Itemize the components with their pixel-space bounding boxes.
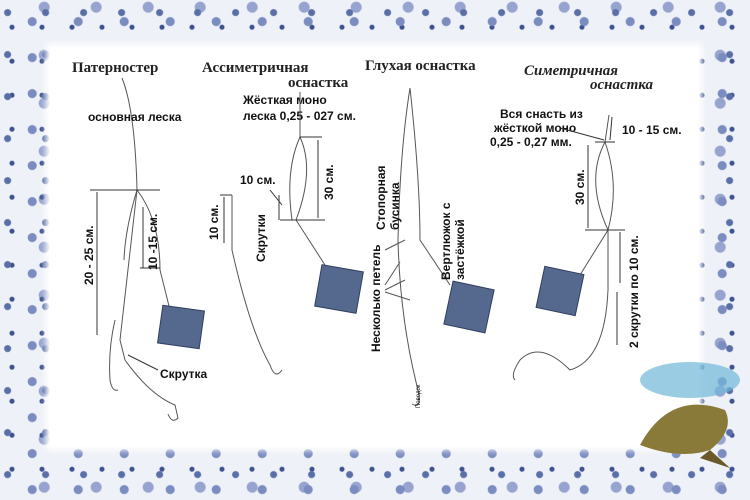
label-leader: Поводок <box>416 384 422 408</box>
label-swivel-2: застёжкой <box>453 219 467 280</box>
label-swivel: Вертлюжок с <box>439 202 453 280</box>
title-asym: Ассиметричная <box>202 60 309 76</box>
label-10b: 10 см. <box>207 204 221 240</box>
title-sym-2: оснастка <box>590 77 654 93</box>
label-30-sym: 30 см. <box>573 169 587 205</box>
title-asym-2: оснастка <box>288 75 349 91</box>
label-all-2: жёсткой моно <box>493 121 576 135</box>
label-mono-2: леска 0,25 - 027 см. <box>243 109 356 123</box>
label-loops: Несколько петель <box>369 244 383 352</box>
label-20-25: 20 - 25 см. <box>82 225 96 285</box>
label-twists: Скрутки <box>254 214 268 262</box>
feeder-icon <box>443 280 495 334</box>
feeder-icon <box>314 264 364 314</box>
label-main-line: основная леска <box>88 110 182 124</box>
diagram-card <box>50 48 698 446</box>
feeder-icon <box>535 265 585 317</box>
label-2-twists: 2 скрутки по 10 см. <box>627 235 641 348</box>
label-all-3: 0,25 - 0,27 мм. <box>490 135 572 149</box>
title-sym: Симетричная <box>524 63 618 79</box>
label-10a: 10 см. <box>240 173 276 187</box>
feeder-icon <box>156 304 206 350</box>
label-10-15-top: 10 - 15 см. <box>622 123 682 137</box>
label-all: Вся снасть из <box>500 107 583 121</box>
label-twist: Скрутка <box>160 367 208 381</box>
label-bead: Стопорная <box>374 165 388 230</box>
title-paternoster: Патерностер <box>72 60 158 76</box>
label-mono: Жёсткая моно <box>242 93 327 107</box>
label-bead-2: бусинка <box>388 182 402 230</box>
title-blind: Глухая оснастка <box>365 58 476 74</box>
fish-illustration <box>630 350 745 470</box>
label-30: 30 см. <box>322 164 336 200</box>
label-10-15: 10 -15 см. <box>146 214 160 270</box>
